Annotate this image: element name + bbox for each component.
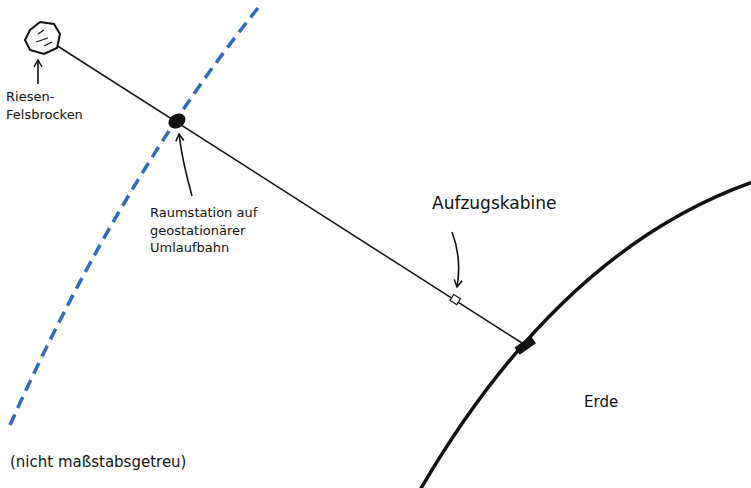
- rock-label: Riesen- Felsbrocken: [6, 88, 106, 123]
- station-label: Raumstation auf geostationärer Umlaufbah…: [150, 204, 300, 257]
- earth-outline: [420, 182, 751, 488]
- leader-arrow: [179, 134, 192, 196]
- tether-line: [45, 38, 525, 345]
- rock-shading: [36, 30, 52, 46]
- scale-note: (nicht maßstabsgetreu): [10, 452, 250, 472]
- station-shape: [166, 110, 189, 131]
- leader-arrow: [37, 60, 39, 84]
- cabin-shape: [450, 294, 460, 304]
- earth-label: Erde: [584, 392, 664, 412]
- leader-arrow: [452, 232, 459, 287]
- cabin-label: Aufzugskabine: [432, 192, 592, 215]
- rock-shape: [25, 22, 60, 54]
- tether-base: [515, 336, 537, 355]
